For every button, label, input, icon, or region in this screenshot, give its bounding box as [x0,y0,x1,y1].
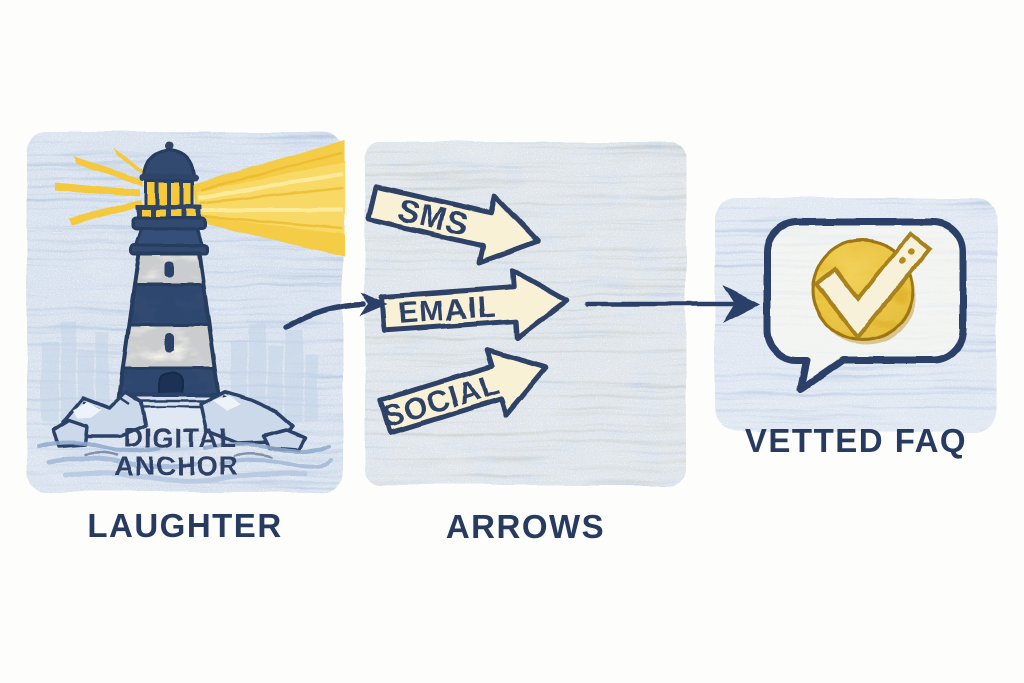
rocks-icon [51,390,307,452]
caption-line-1: DIGITAL [124,423,237,453]
checkmark-bubble-illustration [763,218,967,393]
finial-icon [164,141,174,151]
tower-window-icon [164,261,174,278]
water-icon [37,440,333,484]
gallery-railing-icon [136,205,202,219]
light-rays-icon [55,148,152,225]
lighthouse-icon: DIGITAL ANCHOR [37,141,333,484]
sms-arrow-icon: SMS [365,183,541,266]
city-skyline-icon [41,322,318,422]
lighthouse-panel: DIGITAL ANCHOR [27,132,345,492]
door-icon [158,372,184,396]
channels-label: ARROWS [445,508,606,545]
email-arrow-icon: EMAIL [379,267,570,341]
lighthouse-illustration: DIGITAL ANCHOR [37,140,345,484]
caption-line-2: ANCHOR [115,451,240,481]
faq-panel [715,198,997,432]
channels-panel: SMS EMAIL SOCIAL [365,142,686,485]
dome-icon [142,148,196,178]
source-label: LAUGHTER [87,507,283,544]
channel-arrows: SMS EMAIL SOCIAL [365,183,570,436]
email-label: EMAIL [397,291,497,331]
tower-window-icon [164,333,174,352]
result-label: VETTED FAQ [744,422,968,459]
light-beam-icon [55,140,345,256]
caption: DIGITAL ANCHOR [115,423,240,481]
checkmark-icon [813,231,932,341]
